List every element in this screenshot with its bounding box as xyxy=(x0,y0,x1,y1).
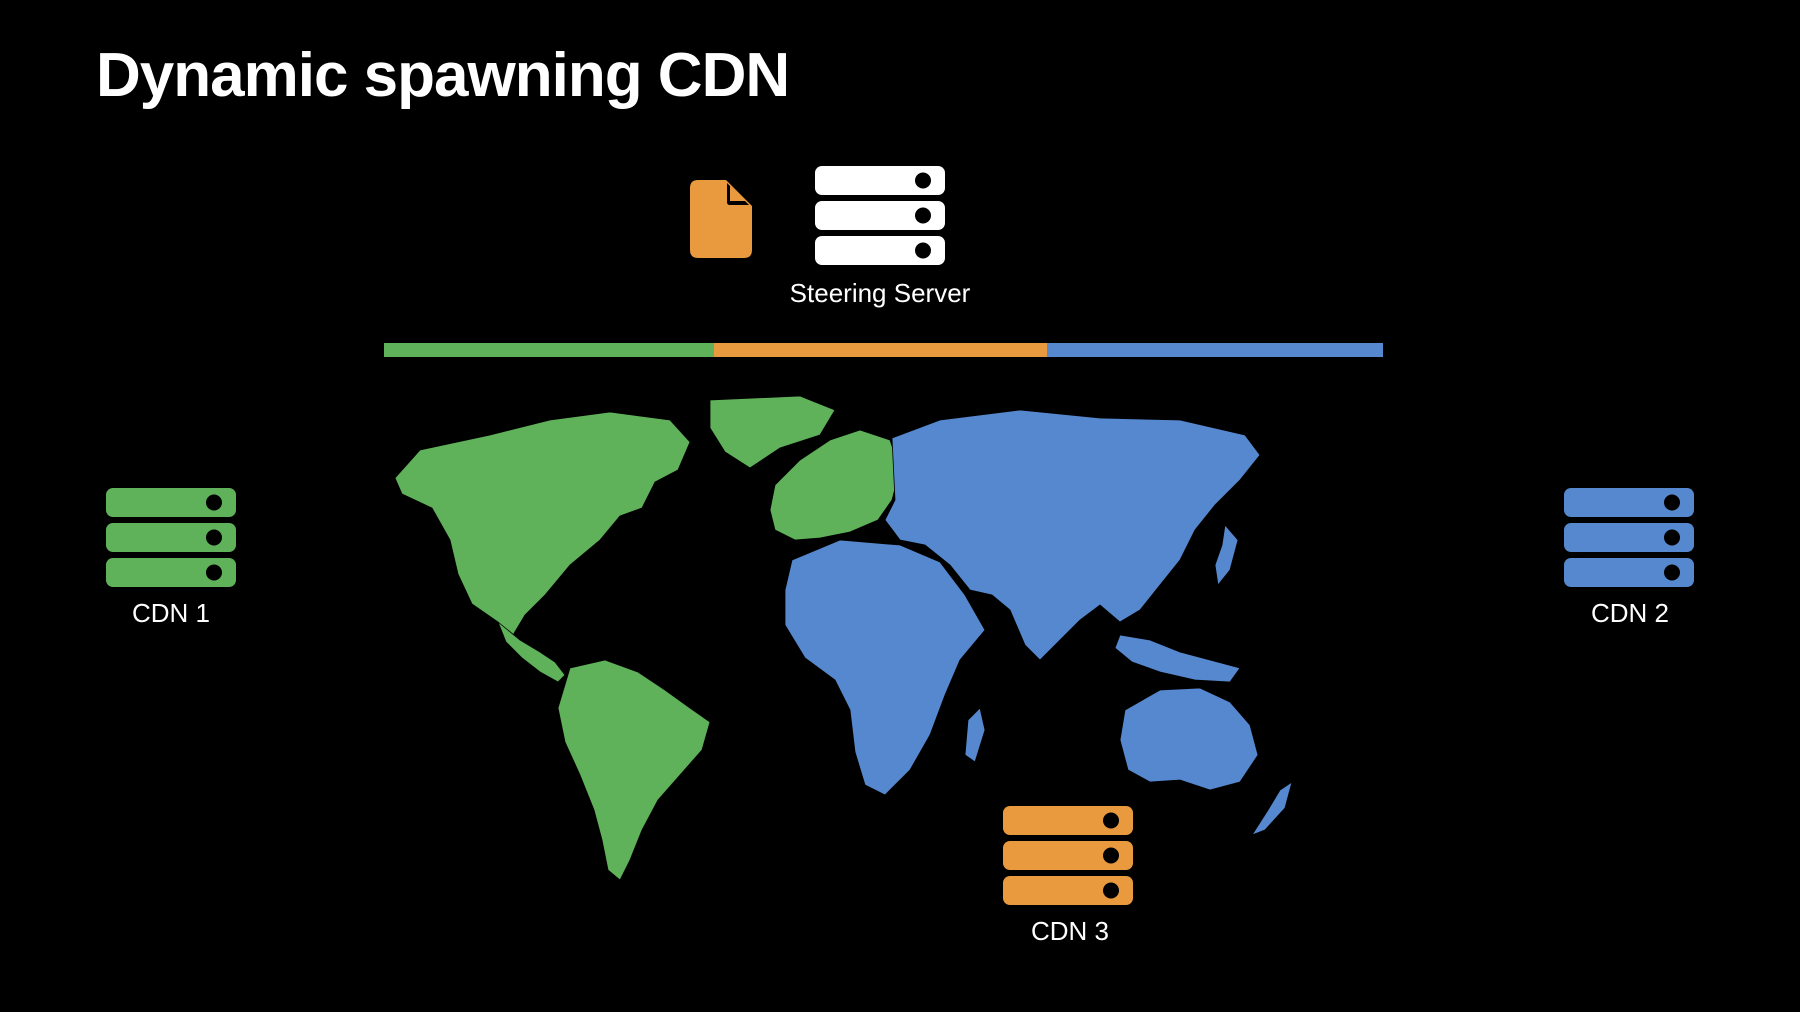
page-title: Dynamic spawning CDN xyxy=(96,41,790,110)
cdn1-server xyxy=(106,488,236,588)
map-region-greenland xyxy=(709,395,836,469)
map-region-north-america xyxy=(394,411,691,641)
map-region-asia xyxy=(884,409,1261,661)
server-rack-icon xyxy=(815,166,945,265)
map-region-south-america xyxy=(557,659,711,881)
steering-server-label: Steering Server xyxy=(789,278,971,308)
cdn1-label: CDN 1 xyxy=(131,598,210,628)
steering-server xyxy=(815,166,945,266)
traffic-split-bar xyxy=(384,343,1383,357)
document-icon xyxy=(690,180,752,258)
cdn3-server xyxy=(1003,806,1133,906)
map-region-new-zealand xyxy=(1251,781,1293,836)
map-region-japan xyxy=(1214,524,1239,586)
cdn2-label: CDN 2 xyxy=(1590,598,1669,628)
map-region-southeast-asia xyxy=(1114,634,1241,683)
map-region-australia xyxy=(1119,687,1259,791)
split-segment-cdn3 xyxy=(713,343,1048,357)
map-region-africa xyxy=(784,539,986,796)
server-rack-icon xyxy=(106,488,236,587)
world-map xyxy=(394,395,1293,881)
map-region-europe xyxy=(769,429,901,541)
cdn2-server xyxy=(1564,488,1694,588)
map-region-central-america xyxy=(497,621,566,683)
map-region-madagascar xyxy=(964,707,986,763)
server-rack-icon xyxy=(1564,488,1694,587)
cdn3-label: CDN 3 xyxy=(1030,916,1109,946)
server-rack-icon xyxy=(1003,806,1133,905)
split-segment-cdn1 xyxy=(384,343,714,357)
split-segment-cdn2 xyxy=(1047,343,1383,357)
